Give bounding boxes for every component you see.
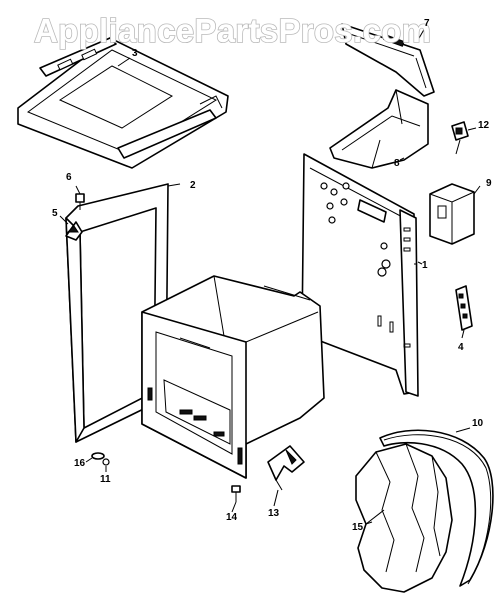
air-duct-part — [329, 89, 429, 169]
callout-3: 3 — [132, 48, 138, 59]
hinge-part — [267, 445, 305, 491]
screw-part — [231, 485, 241, 502]
terminal-block-part — [455, 285, 473, 331]
washer-part — [91, 452, 110, 466]
insulation-blanket-part — [355, 443, 453, 593]
callout-9: 9 — [486, 178, 492, 189]
callout-14: 14 — [226, 512, 238, 523]
callout-13: 13 — [268, 508, 280, 519]
callout-8: 8 — [394, 158, 400, 169]
base-pan-part — [17, 37, 229, 169]
callout-15: 15 — [352, 522, 364, 533]
leader-lines — [59, 25, 481, 525]
callout-4: 4 — [458, 342, 464, 353]
callout-10: 10 — [472, 418, 484, 429]
callout-12: 12 — [478, 120, 490, 131]
clip-part — [65, 193, 85, 241]
top-bracket-part — [341, 23, 435, 97]
callout-5: 5 — [52, 208, 58, 219]
watermark-text: AppliancePartsPros.com — [34, 12, 431, 49]
callout-6: 6 — [66, 172, 72, 183]
callout-7: 7 — [424, 18, 430, 29]
callout-16: 16 — [74, 458, 86, 469]
connector-part — [451, 121, 469, 155]
oven-cavity-part — [141, 275, 325, 479]
callout-2: 2 — [190, 180, 196, 191]
side-panel-part — [301, 153, 419, 397]
door-gasket-part — [379, 429, 494, 587]
callout-numbers: 1 2 3 4 5 6 7 8 9 10 11 12 13 14 15 16 — [52, 18, 492, 533]
junction-box-part — [429, 183, 475, 245]
callout-1: 1 — [422, 260, 428, 271]
callout-11: 11 — [100, 474, 111, 485]
